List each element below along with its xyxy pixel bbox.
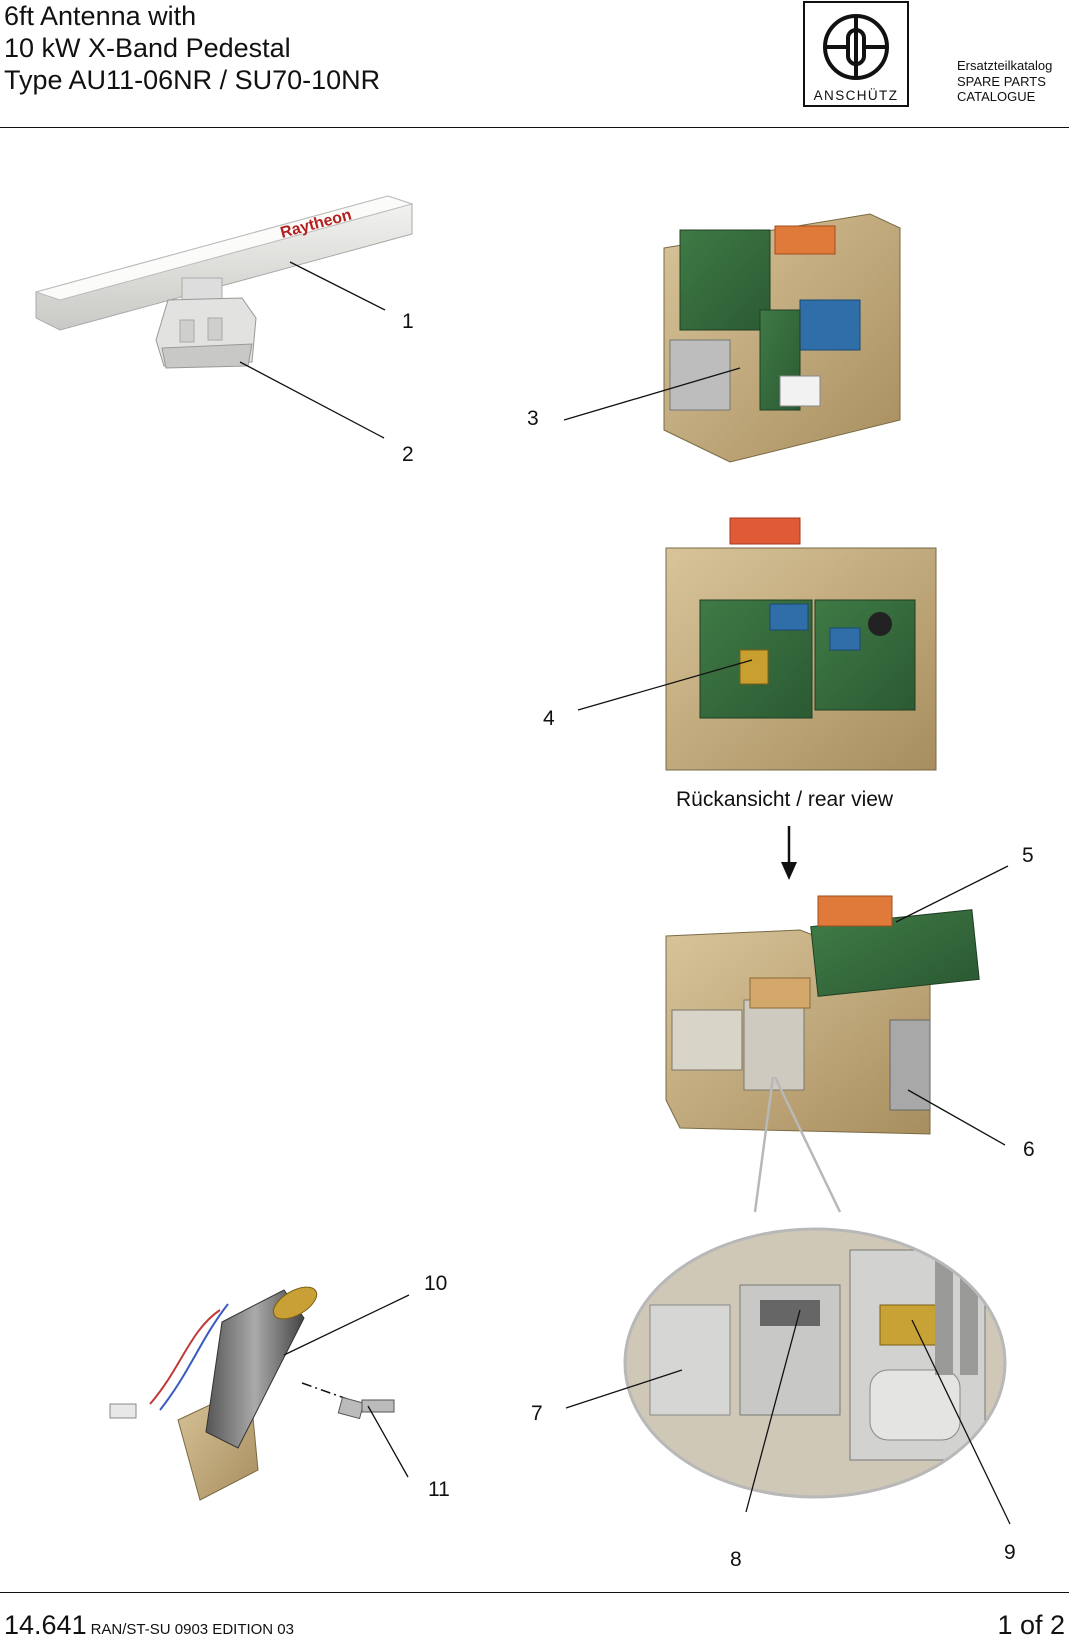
document-title: 6ft Antenna with 10 kW X-Band Pedestal T… xyxy=(4,0,380,96)
title-line-3: Type AU11-06NR / SU70-10NR xyxy=(4,65,381,95)
title-line-1: 6ft Antenna with xyxy=(4,1,197,31)
callout-3: 3 xyxy=(527,407,539,430)
callout-9: 9 xyxy=(1004,1541,1016,1564)
page-number: 1 of 2 xyxy=(997,1610,1065,1640)
doc-number: 14.641 xyxy=(4,1610,87,1640)
catalogue-line-3: CATALOGUE xyxy=(957,89,1036,104)
catalogue-line-2: SPARE PARTS xyxy=(957,73,1046,89)
footer-rule xyxy=(0,1592,1069,1593)
modulator-board-illustration xyxy=(665,517,937,771)
callout-7: 7 xyxy=(531,1402,543,1425)
logo-text: ANSCHÜTZ xyxy=(813,88,899,103)
rear-view-unit-illustration xyxy=(665,895,980,1135)
anschuetz-logo: ANSCHÜTZ xyxy=(803,1,909,107)
callout-10: 10 xyxy=(424,1272,448,1295)
waveguide-detail-zoom xyxy=(623,1227,1007,1499)
callout-11: 11 xyxy=(428,1478,450,1501)
callout-2: 2 xyxy=(402,443,414,466)
antenna-radome-illustration: Raytheon xyxy=(34,195,414,331)
callout-8: 8 xyxy=(730,1548,742,1571)
callout-1: 1 xyxy=(402,310,414,333)
header-rule xyxy=(0,127,1069,128)
callout-6: 6 xyxy=(1023,1138,1035,1161)
zoom-connector-lines xyxy=(753,1076,842,1213)
motor-assembly-illustration xyxy=(109,1286,395,1501)
rear-view-caption: Rückansicht / rear view xyxy=(676,788,894,811)
transceiver-unit-illustration xyxy=(663,213,901,463)
callout-5: 5 xyxy=(1022,844,1034,867)
callout-4: 4 xyxy=(543,707,555,730)
callout-leader-lines xyxy=(239,261,1011,1525)
doc-edition: RAN/ST-SU 0903 EDITION 03 xyxy=(90,1621,294,1638)
catalogue-line-1: Ersatzteilkatalog xyxy=(957,58,1053,73)
catalogue-label: Ersatzteilkatalog SPARE PARTS CATALOGUE xyxy=(957,58,1052,105)
title-line-2: 10 kW X-Band Pedestal xyxy=(4,33,291,63)
pedestal-illustration xyxy=(155,277,257,369)
logo-emblem-icon xyxy=(823,14,889,80)
rear-view-arrow-icon xyxy=(781,826,797,880)
